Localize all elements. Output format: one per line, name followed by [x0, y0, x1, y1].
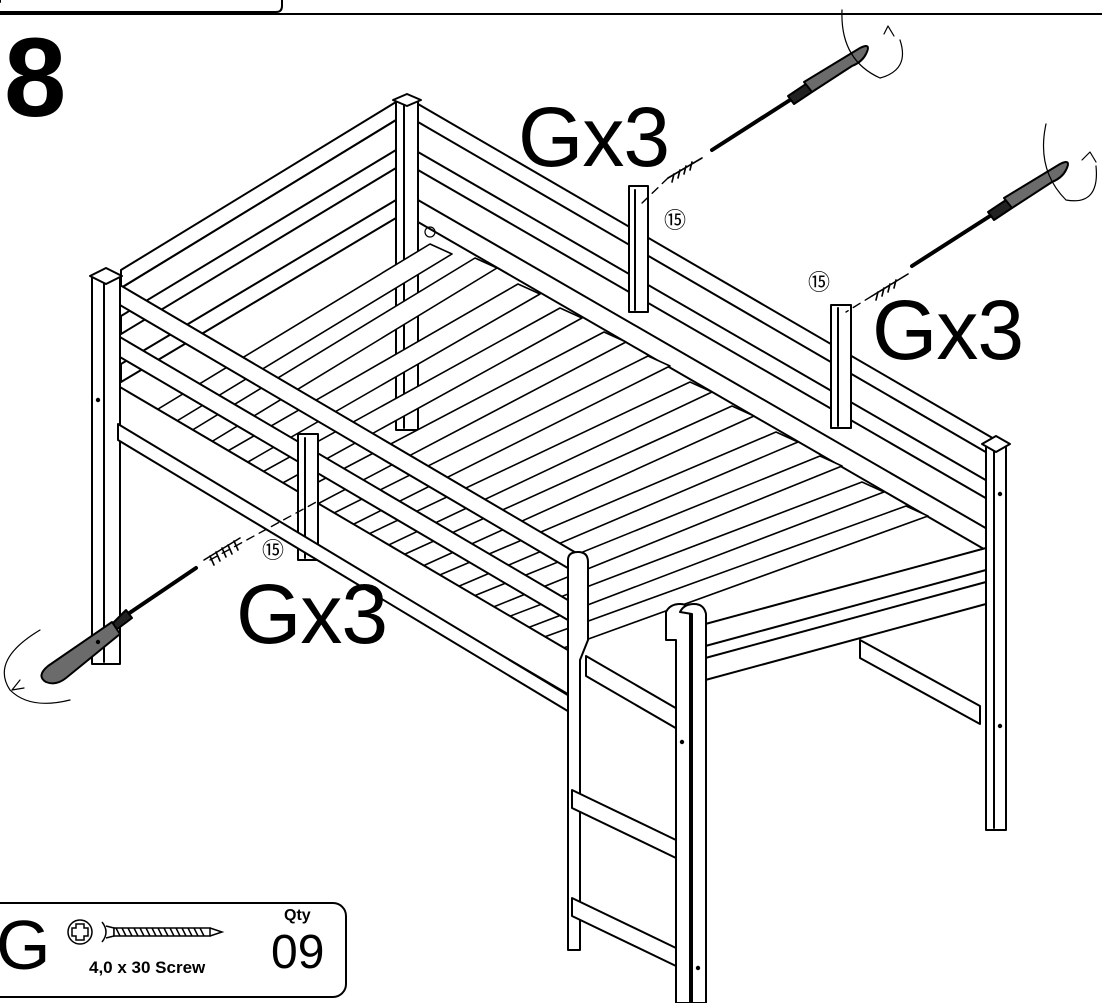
front-left-post: [89, 267, 123, 665]
front-long-rails: [107, 277, 687, 735]
screw-callout-right: Gx3: [872, 283, 1024, 377]
bed-slats: [139, 243, 929, 651]
part-number-label: ⑮: [808, 270, 831, 295]
assembly-guides: [209, 177, 873, 561]
back-right-post: [981, 435, 1011, 831]
legend-qty-label: Qty: [284, 907, 311, 924]
hardware-holes: [95, 226, 1003, 971]
screw-icon: [203, 157, 909, 566]
legend-qty: 09: [271, 926, 325, 979]
part-15-upright-back: [628, 185, 649, 313]
hardware-legend: G 4,0 x 30 Screw Qty 09: [0, 902, 347, 998]
part-number-label: ⑮: [262, 538, 285, 563]
part-15-upright-right: [830, 304, 852, 429]
legend-description: 4,0 x 30 Screw: [89, 958, 206, 977]
ladder: [567, 551, 707, 1003]
legend-part-letter: G: [0, 906, 51, 984]
screw-icon: [67, 919, 225, 945]
rotation-arrow-icon: [3, 9, 1098, 704]
screw-callout-front: Gx3: [236, 567, 388, 661]
phillips-head-icon: [67, 919, 93, 945]
screwdriver-icon: [40, 45, 1069, 685]
part-number-label: ⑮: [664, 208, 687, 233]
header-rule: [0, 0, 1102, 15]
right-end-lower-rails: [697, 547, 987, 725]
screw-callout-top: Gx3: [518, 90, 670, 184]
step-number: 8: [4, 15, 66, 140]
